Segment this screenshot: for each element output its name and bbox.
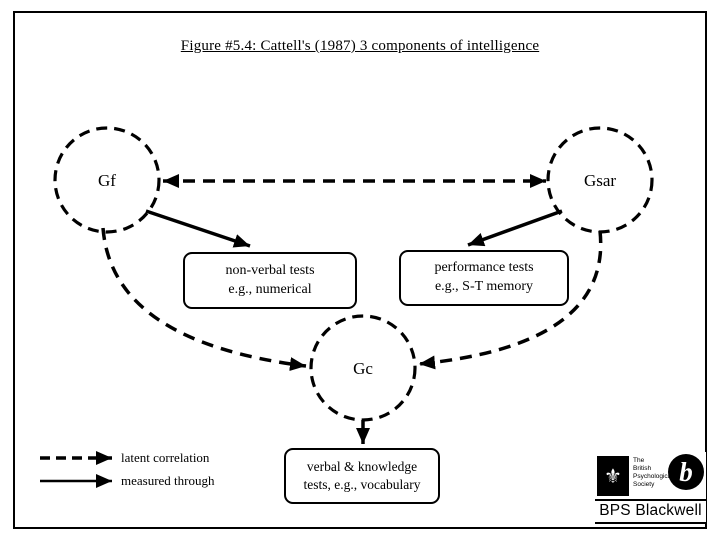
verbal-line2: tests, e.g., vocabulary xyxy=(303,477,421,492)
gsar-to-performance-arrow xyxy=(467,209,563,247)
blackwell-b-icon: b xyxy=(668,454,704,490)
figure-title: Figure #5.4: Cattell's (1987) 3 componen… xyxy=(180,38,540,54)
nonverbal-tests-box: non-verbal tests e.g., numerical xyxy=(183,252,357,309)
gc-label: Gc xyxy=(353,359,373,378)
logo-divider-bottom xyxy=(595,522,706,524)
performance-tests-box: performance tests e.g., S-T memory xyxy=(399,250,569,306)
gf-label: Gf xyxy=(98,171,116,190)
bps-crest-icon: ⚜ xyxy=(597,456,629,496)
gf-gc-dashed-curve xyxy=(101,227,307,371)
society-name: The British Psychological Society xyxy=(633,457,673,489)
legend-latent-label: latent correlation xyxy=(121,450,210,465)
gf-to-nonverbal-arrow xyxy=(145,209,251,248)
logo-divider-top xyxy=(595,499,706,501)
society-line: Society xyxy=(633,481,655,488)
gf-circle xyxy=(53,126,161,234)
performance-line2: e.g., S-T memory xyxy=(434,279,534,294)
slide-border-frame xyxy=(13,11,707,529)
gsar-label: Gsar xyxy=(584,171,616,190)
nonverbal-line2: e.g., numerical xyxy=(228,281,312,297)
society-line: British xyxy=(633,465,652,472)
crest-glyph: ⚜ xyxy=(604,465,622,488)
gsar-gc-dashed-curve xyxy=(418,230,603,370)
verbal-tests-box: verbal & knowledge tests, e.g., vocabula… xyxy=(284,448,440,504)
logo-wordmark: BPS Blackwell xyxy=(599,502,702,519)
society-line: Psychological xyxy=(633,473,673,480)
performance-line1: performance tests xyxy=(434,260,534,276)
verbal-line1: verbal & knowledge xyxy=(306,458,418,474)
b-monogram: b xyxy=(679,456,693,487)
society-line: The xyxy=(633,457,645,464)
bps-blackwell-logo: ⚜ The British Psychological Society b BP… xyxy=(595,452,706,524)
nonverbal-line1: non-verbal tests xyxy=(225,262,315,278)
legend-measured-label: measured through xyxy=(121,473,215,488)
logo-row: ⚜ The British Psychological Society b xyxy=(595,452,706,496)
